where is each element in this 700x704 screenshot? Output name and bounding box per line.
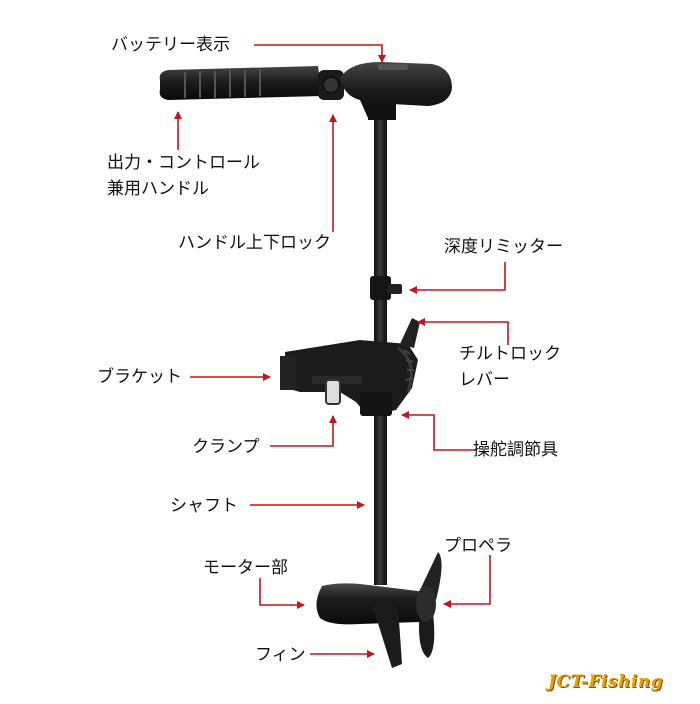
steering-adjuster-collar bbox=[360, 392, 392, 416]
arrow-battery-display bbox=[254, 44, 386, 63]
trolling-motor bbox=[159, 62, 452, 668]
motor-housing bbox=[316, 583, 426, 625]
clamp-knob bbox=[325, 379, 341, 405]
label-handle-line1: 出力・コントロール bbox=[107, 153, 260, 173]
label-handle-line2: 兼用ハンドル bbox=[107, 179, 209, 199]
depth-limiter-collar bbox=[370, 276, 402, 300]
label-motor-unit: モーター部 bbox=[203, 558, 288, 578]
label-depth-limiter: 深度リミッター bbox=[444, 237, 563, 257]
arrow-depth-limiter bbox=[409, 262, 506, 294]
fin bbox=[372, 604, 402, 668]
label-propeller: プロペラ bbox=[444, 536, 512, 556]
callout-arrows bbox=[174, 44, 509, 658]
control-handle bbox=[159, 66, 344, 100]
label-tilt-lock-line2: レバー bbox=[459, 370, 510, 390]
label-clamp: クランプ bbox=[192, 437, 260, 457]
bracket-assembly bbox=[280, 318, 420, 416]
label-fin: フィン bbox=[255, 645, 306, 665]
label-steering-adjuster: 操舵調節具 bbox=[473, 440, 558, 460]
tilt-lock-lever bbox=[400, 318, 420, 348]
arrow-propeller bbox=[443, 555, 491, 608]
brand-watermark: JCT-Fishing bbox=[548, 672, 664, 692]
arrow-steering-adjuster bbox=[401, 411, 474, 451]
lower-unit bbox=[316, 551, 442, 668]
arrow-tilt-lock bbox=[417, 318, 509, 345]
motor-head bbox=[340, 62, 452, 120]
label-shaft: シャフト bbox=[170, 496, 238, 516]
label-tilt-lock-line1: チルトロック bbox=[459, 344, 561, 364]
label-handle-lock: ハンドル上下ロック bbox=[178, 233, 331, 253]
label-bracket: ブラケット bbox=[97, 367, 182, 387]
arrow-motor-unit bbox=[259, 578, 305, 609]
arrow-clamp bbox=[270, 415, 337, 447]
label-battery-display: バッテリー表示 bbox=[111, 35, 230, 55]
